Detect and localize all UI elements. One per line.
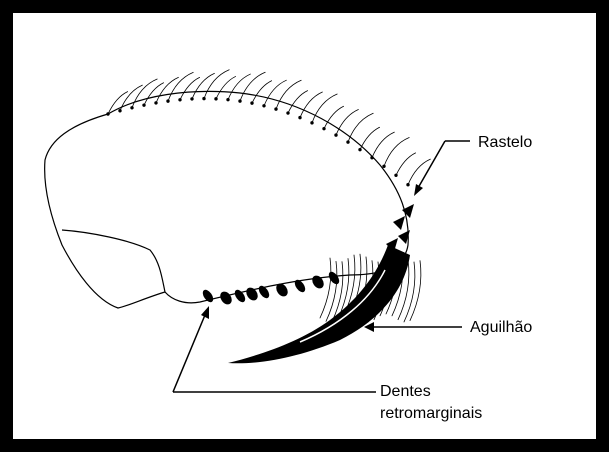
seta	[288, 91, 308, 113]
seta	[410, 261, 421, 321]
retromarginal-tooth	[274, 281, 290, 298]
retromarginal-tooth	[327, 270, 342, 286]
seta	[326, 261, 337, 321]
label-aguilhao: Aguilhão	[470, 319, 532, 336]
chelicera-outline	[45, 91, 409, 308]
seta	[192, 73, 214, 99]
label-rastelo: Rastelo	[478, 134, 532, 151]
figure-frame: Rastelo Aguilhão Dentes retromarginais	[13, 13, 596, 439]
seta	[320, 258, 331, 318]
seta	[156, 77, 178, 103]
seta-socket	[203, 97, 206, 100]
seta-socket	[179, 98, 182, 101]
seta-socket	[251, 102, 254, 105]
retromarginal-tooth	[218, 289, 234, 306]
seta-socket	[119, 109, 122, 112]
label-dentes-line1: Dentes	[380, 383, 431, 400]
retromarginal-tooth	[310, 273, 326, 290]
seta-socket	[371, 156, 374, 159]
seta-socket	[311, 122, 314, 125]
seta-socket	[131, 106, 134, 109]
seta	[372, 132, 394, 158]
seta-socket	[287, 112, 290, 115]
seta-socket	[299, 116, 302, 119]
seta-socket	[323, 127, 326, 130]
dentes-arrowhead	[201, 306, 209, 319]
seta	[252, 81, 272, 103]
retromarginal-teeth	[201, 270, 342, 307]
seta-socket	[155, 102, 158, 105]
rastelo-tooth	[402, 204, 414, 218]
seta	[396, 153, 416, 175]
basal-segment-line	[62, 230, 165, 292]
seta-socket	[215, 98, 218, 101]
seta	[336, 109, 358, 135]
seta	[384, 137, 409, 166]
label-dentes-line2: retromarginais	[380, 405, 482, 422]
seta	[276, 80, 301, 109]
seta-socket	[263, 104, 266, 107]
seta	[168, 72, 193, 101]
seta-socket	[143, 104, 146, 107]
seta-socket	[167, 100, 170, 103]
seta-socket	[359, 148, 362, 151]
seta-socket	[395, 174, 398, 177]
seta-socket	[347, 141, 350, 144]
seta-socket	[227, 98, 230, 101]
seta	[216, 76, 236, 98]
seta-socket	[191, 98, 194, 101]
seta	[360, 127, 380, 149]
fang-shape	[228, 245, 410, 363]
retromarginal-tooth	[233, 288, 248, 304]
retromarginal-tooth	[244, 285, 260, 302]
seta	[312, 94, 337, 123]
seta-socket	[383, 165, 386, 168]
rastelo-pointer	[418, 141, 470, 188]
rastelo-arrowhead	[414, 184, 423, 196]
seta	[108, 92, 128, 114]
seta	[180, 77, 200, 99]
rastelo-tooth	[393, 216, 405, 230]
seta-socket	[335, 134, 338, 137]
seta-socket	[107, 113, 110, 116]
seta-socket	[239, 100, 242, 103]
seta-socket	[407, 183, 410, 186]
chelicera-diagram: Rastelo Aguilhão Dentes retromarginais	[13, 13, 596, 439]
seta-socket	[275, 108, 278, 111]
